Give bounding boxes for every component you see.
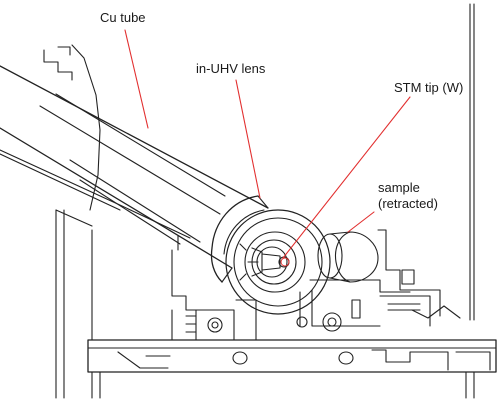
stm-tip-label: STM tip (W) (394, 80, 464, 95)
sample-label: sample (retracted) (378, 180, 438, 212)
base-plate (87, 339, 497, 399)
stm-tip-callout-line (282, 96, 411, 259)
stm-tip-marker (280, 257, 290, 267)
sample-detail (411, 305, 461, 319)
left-mount (171, 235, 257, 341)
cu-tube-label: Cu tube (100, 10, 146, 25)
lens-assembly (225, 209, 331, 315)
sample-callout-line (347, 211, 375, 233)
cu-tube-callout-line (124, 29, 149, 129)
right-structure (296, 229, 441, 332)
sample-label-line2: (retracted) (378, 196, 438, 211)
lens-holder (210, 195, 269, 283)
lens-callout-line (235, 79, 261, 199)
left-bracket (43, 44, 101, 399)
sample-label-line1: sample (378, 180, 420, 195)
sample-cylinder (317, 231, 379, 283)
lens-label: in-UHV lens (196, 61, 266, 76)
cu-tube (0, 65, 269, 269)
